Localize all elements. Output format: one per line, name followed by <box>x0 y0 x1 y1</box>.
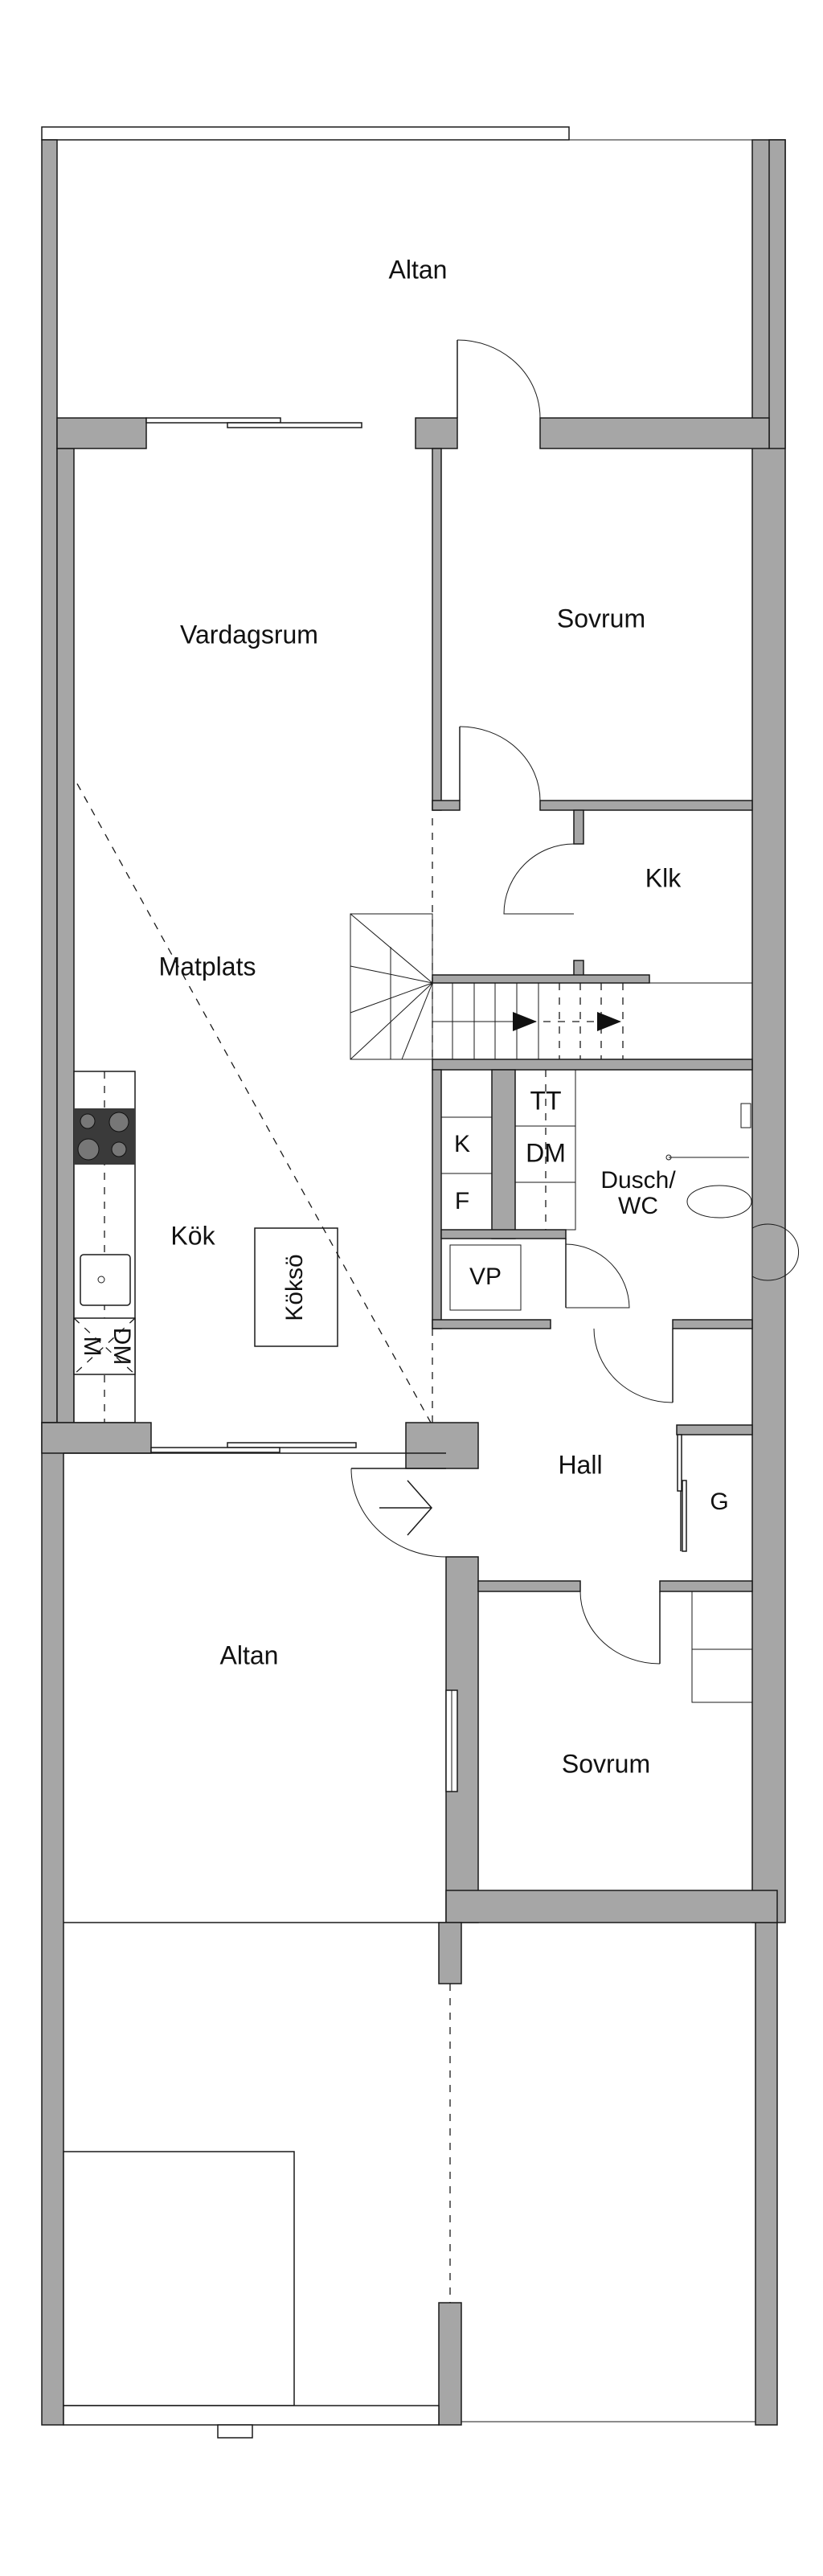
room-label-matplats: Matplats <box>159 952 256 981</box>
entrance-door[interactable] <box>350 1468 447 1558</box>
toilet-icon <box>686 1185 752 1218</box>
hall-wall-b <box>659 1580 753 1592</box>
room-label-altan-bottom: Altan <box>220 1640 279 1669</box>
sovrum-wall-a <box>432 800 461 811</box>
facade-wall-3 <box>539 417 770 449</box>
tt-dm-column: TT DM <box>514 1069 576 1231</box>
label-f: F <box>455 1188 469 1214</box>
room-label-sovrum-bottom: Sovrum <box>562 1749 650 1778</box>
klk-wall-2 <box>573 960 584 977</box>
room-label-dusch: Dusch/ <box>600 1167 676 1194</box>
kitchen-wall-left <box>41 1422 152 1454</box>
yard-partition-top <box>438 1922 462 1984</box>
window-sovrum <box>445 1689 458 1792</box>
wall-block <box>405 1422 479 1469</box>
stair-wall <box>432 974 650 984</box>
door-altan-sovrum[interactable] <box>457 339 541 419</box>
vp-bottom-wall <box>432 1319 551 1329</box>
hall-wall-a <box>477 1580 581 1592</box>
room-label-klk: Klk <box>645 863 682 892</box>
vp-closet: VP <box>449 1244 522 1311</box>
shower-mixer-icon <box>740 1103 751 1128</box>
label-g: G <box>710 1489 728 1515</box>
dashed-diagonal <box>76 783 432 1423</box>
outer-wall-right-top <box>768 139 786 449</box>
facade-wall-1 <box>56 417 147 449</box>
kf-closet: K F <box>441 1116 492 1214</box>
staircase <box>350 913 752 1060</box>
door-hall-bath[interactable] <box>593 1328 674 1403</box>
label-vp: VP <box>469 1263 502 1290</box>
sliding-door-bottom[interactable] <box>150 1442 357 1453</box>
room-label-hall: Hall <box>558 1450 602 1479</box>
door-bathroom[interactable] <box>565 1239 630 1308</box>
sink-icon <box>80 1254 131 1306</box>
sovrum-wall-b <box>539 800 753 811</box>
g-closet-top <box>676 1424 753 1435</box>
hall-left-wall <box>432 1069 442 1329</box>
kitchen-counter: M DM <box>73 1071 136 1423</box>
label-m: M <box>79 1337 105 1357</box>
shed <box>63 2151 295 2406</box>
door-sovrum-top[interactable] <box>459 726 541 801</box>
room-label-altan-top: Altan <box>389 255 448 284</box>
wardrobe <box>691 1591 753 1703</box>
label-dm: DM <box>526 1138 566 1167</box>
stair-arrow-icon <box>597 1012 621 1031</box>
outer-wall-left <box>41 139 58 1423</box>
gate-tab <box>217 2424 253 2439</box>
g-closet[interactable]: G <box>677 1434 729 1552</box>
room-label-sovrum-top: Sovrum <box>557 604 645 633</box>
inner-wall-left <box>56 448 75 1423</box>
facade-wall-2 <box>415 417 458 449</box>
stair-arrow-icon <box>513 1012 537 1031</box>
vp-top-wall <box>440 1229 567 1239</box>
door-klk[interactable] <box>503 843 575 915</box>
entrance-arrow-icon <box>379 1480 433 1536</box>
yard-partition-bottom <box>438 2302 462 2426</box>
room-label-vardagsrum: Vardagsrum <box>180 620 318 649</box>
label-koksö: Köksö <box>281 1254 308 1321</box>
label-k: K <box>454 1131 470 1157</box>
door-sovrum-bottom[interactable] <box>579 1591 661 1665</box>
closet-wall <box>491 1069 516 1239</box>
washbasin-icon <box>751 1223 800 1281</box>
yard-wall-right <box>755 1922 778 2426</box>
bath-bottom-wall <box>672 1319 753 1329</box>
outer-wall-left-lower <box>41 1422 64 2426</box>
partition-wall <box>432 448 442 811</box>
top-railing <box>41 126 570 141</box>
room-label-kok: Kök <box>170 1221 215 1250</box>
room-label-wc: WC <box>618 1193 658 1219</box>
label-tt: TT <box>530 1086 561 1115</box>
yard-bottom-edge <box>63 2405 440 2426</box>
klk-wall <box>573 809 584 845</box>
label-dm-kitchen: DM <box>109 1328 135 1366</box>
bath-top-wall <box>432 1059 753 1071</box>
bath-fixtures <box>665 1103 800 1281</box>
kitchen-island: Köksö <box>254 1227 338 1347</box>
sliding-door-top[interactable] <box>145 417 362 428</box>
sovrum-bottom-wall <box>445 1890 778 1923</box>
